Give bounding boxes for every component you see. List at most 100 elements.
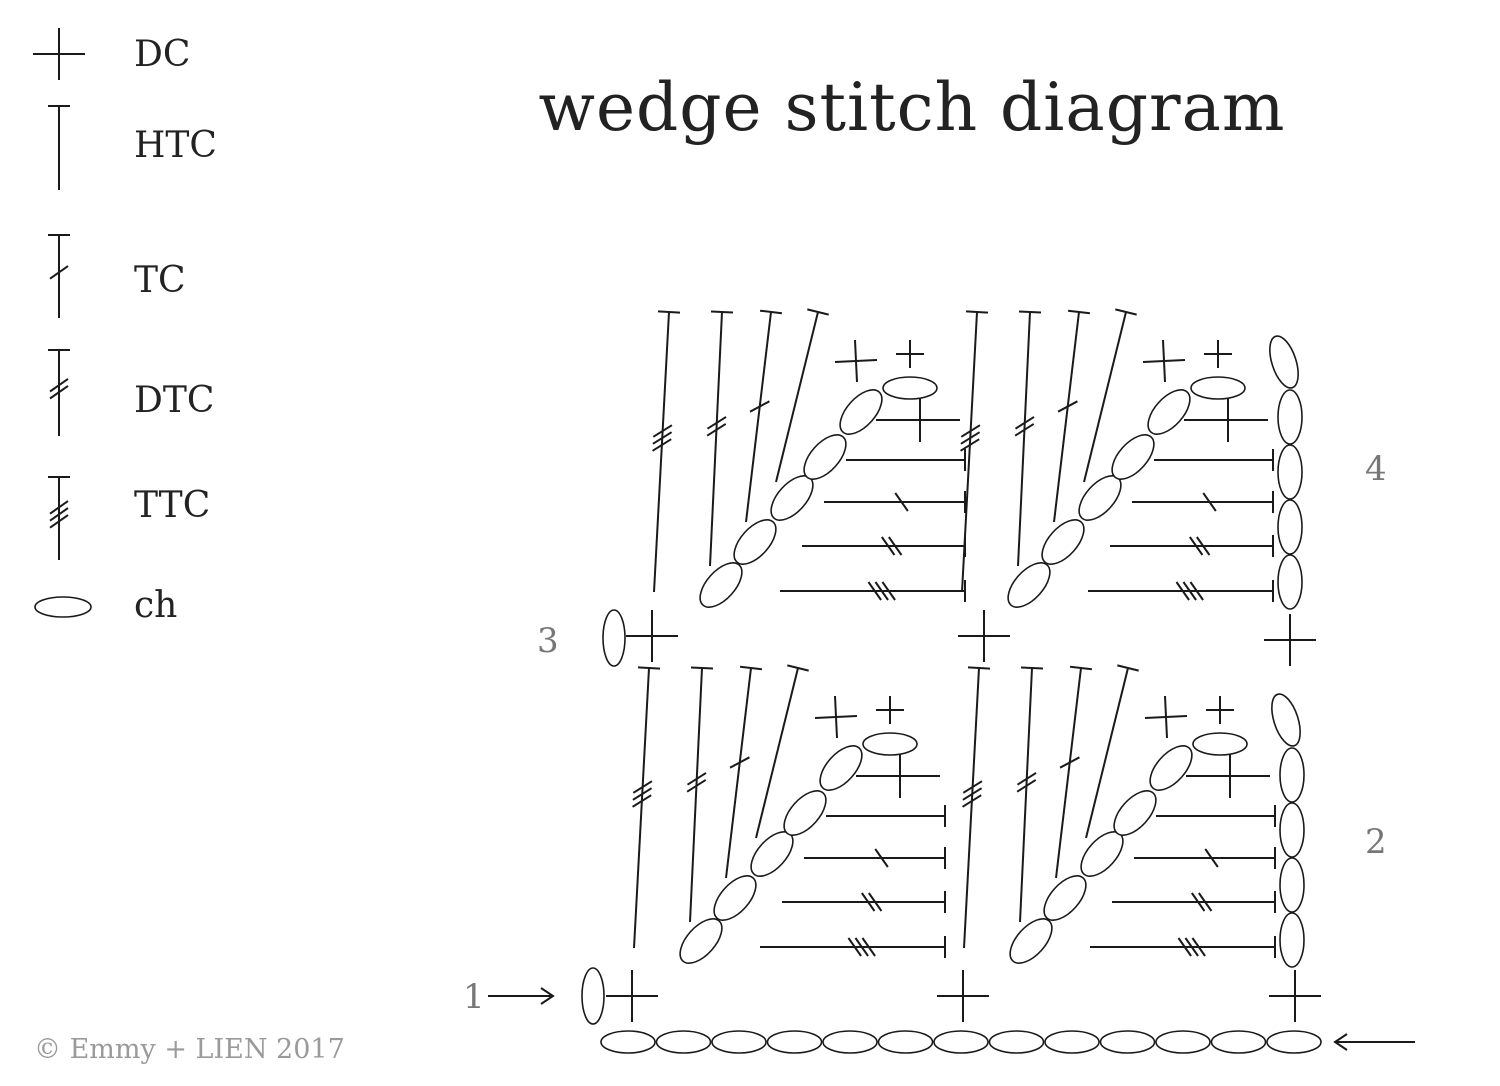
htc-stitch-icon <box>1154 449 1274 471</box>
dtc-stitch-icon <box>1016 666 1044 923</box>
dc-stitch-icon <box>626 610 678 662</box>
chain-stitch-icon <box>1271 693 1301 747</box>
chain-stitch-icon <box>1279 802 1305 858</box>
dc-stitch-icon <box>814 695 858 739</box>
legend-item-dc: DC <box>33 28 190 80</box>
dtc-stitch-icon <box>1014 310 1042 567</box>
ttc-stitch-icon <box>48 476 70 560</box>
row-number-1: 1 <box>463 977 485 1017</box>
chain-stitch-icon <box>822 1030 878 1054</box>
dc-stitch-icon <box>937 970 989 1022</box>
dc-stitch-icon <box>33 28 85 80</box>
stitch-legend: DC HTC TC DTC TTC ch <box>33 28 217 626</box>
dtc-stitch-icon <box>802 535 966 557</box>
dtc-stitch-icon <box>1110 535 1274 557</box>
dc-stitch-icon <box>896 340 924 368</box>
tc-stitch-icon <box>804 847 946 869</box>
htc-stitch-icon <box>48 105 70 190</box>
row-number-2: 2 <box>1365 822 1387 862</box>
chain-stitch-icon <box>1269 335 1299 389</box>
ttc-stitch-icon <box>652 310 681 593</box>
foundation-chain <box>600 1030 1322 1054</box>
row-number-4: 4 <box>1365 449 1387 489</box>
ttc-stitch-icon <box>1088 580 1274 602</box>
diagram-title: wedge stitch diagram <box>539 69 1286 146</box>
htc-stitch-icon <box>826 805 946 827</box>
chain-stitch-icon <box>1279 747 1305 803</box>
chain-stitch-icon <box>655 1030 712 1054</box>
dc-stitch-icon <box>958 610 1010 662</box>
tc-stitch-icon <box>824 491 966 513</box>
tc-stitch-icon <box>1132 491 1274 513</box>
tc-stitch-icon <box>1055 665 1093 879</box>
chain-stitch-icon <box>819 745 863 791</box>
tc-stitch-icon <box>745 309 783 523</box>
chain-stitch-icon <box>1277 554 1303 610</box>
chain-stitch-icon <box>581 967 605 1025</box>
chain-stitch-icon <box>766 1030 823 1054</box>
tc-stitch-icon <box>1134 847 1276 869</box>
start-arrow-icon <box>1333 1033 1415 1051</box>
turning-chain <box>1271 693 1305 968</box>
dc-stitch-icon <box>1204 340 1232 368</box>
htc-stitch-icon <box>846 449 966 471</box>
chain-stitch-icon <box>1099 1030 1156 1054</box>
tc-stitch-icon <box>725 665 763 879</box>
tc-stitch-icon <box>48 234 70 318</box>
chain-stitch-icon <box>1044 1030 1100 1054</box>
chain-stitch-icon <box>1210 1030 1267 1054</box>
chain-stitch-icon <box>713 875 757 921</box>
chain-stitch-icon <box>988 1030 1045 1054</box>
ttc-stitch-icon <box>1090 936 1276 958</box>
legend-item-ttc: TTC <box>48 476 210 560</box>
chain-stitch-icon <box>1279 912 1305 968</box>
legend-label-tc: TC <box>134 260 186 301</box>
dtc-stitch-icon <box>782 891 946 913</box>
chain-stitch-icon <box>34 596 92 618</box>
wedge-block <box>960 308 1274 608</box>
chain-stitch-icon <box>1149 745 1193 791</box>
ttc-stitch-icon <box>780 580 966 602</box>
chain-stitch-icon <box>1277 389 1303 445</box>
dc-stitch-icon <box>606 970 658 1022</box>
chain-stitch-icon <box>1043 875 1087 921</box>
wedge-block <box>632 664 946 964</box>
ttc-stitch-icon <box>962 666 991 949</box>
dc-stitch-icon <box>834 339 878 383</box>
chain-stitch-icon <box>1111 434 1155 480</box>
chain-stitch-icon <box>1279 857 1305 913</box>
wedge-block <box>652 308 966 608</box>
htc-stitch-icon <box>1083 308 1137 483</box>
htc-stitch-icon <box>1156 805 1276 827</box>
legend-item-tc: TC <box>48 234 186 318</box>
row-number-3: 3 <box>537 621 559 661</box>
chain-stitch-icon <box>733 519 777 565</box>
chain-stitch-icon <box>1277 499 1303 555</box>
legend-label-dc: DC <box>134 34 190 75</box>
chain-stitch-icon <box>1277 444 1303 500</box>
chain-stitch-icon <box>933 1030 989 1054</box>
chain-stitch-icon <box>882 376 938 400</box>
htc-stitch-icon <box>775 308 829 483</box>
legend-item-htc: HTC <box>48 105 217 190</box>
htc-stitch-icon <box>1085 664 1139 839</box>
dc-stitch-icon <box>1264 614 1316 666</box>
legend-label-ch: ch <box>134 585 177 626</box>
chain-stitch-icon <box>839 389 883 435</box>
chain-stitch-icon <box>1113 790 1157 836</box>
chain-stitch-icon <box>600 1030 656 1054</box>
chain-stitch-icon <box>679 918 723 964</box>
legend-label-ttc: TTC <box>134 485 210 526</box>
chain-stitch-icon <box>783 790 827 836</box>
legend-label-dtc: DTC <box>134 380 214 421</box>
tc-stitch-icon <box>1053 309 1091 523</box>
turning-chain <box>1269 335 1303 610</box>
dtc-stitch-icon <box>48 349 70 436</box>
chain-stitch-icon <box>1147 389 1191 435</box>
ttc-stitch-icon <box>632 666 661 949</box>
chain-stitch-icon <box>1190 376 1246 400</box>
dc-stitch-icon <box>1206 696 1234 724</box>
dtc-stitch-icon <box>1112 891 1276 913</box>
chain-stitch-icon <box>1009 918 1053 964</box>
